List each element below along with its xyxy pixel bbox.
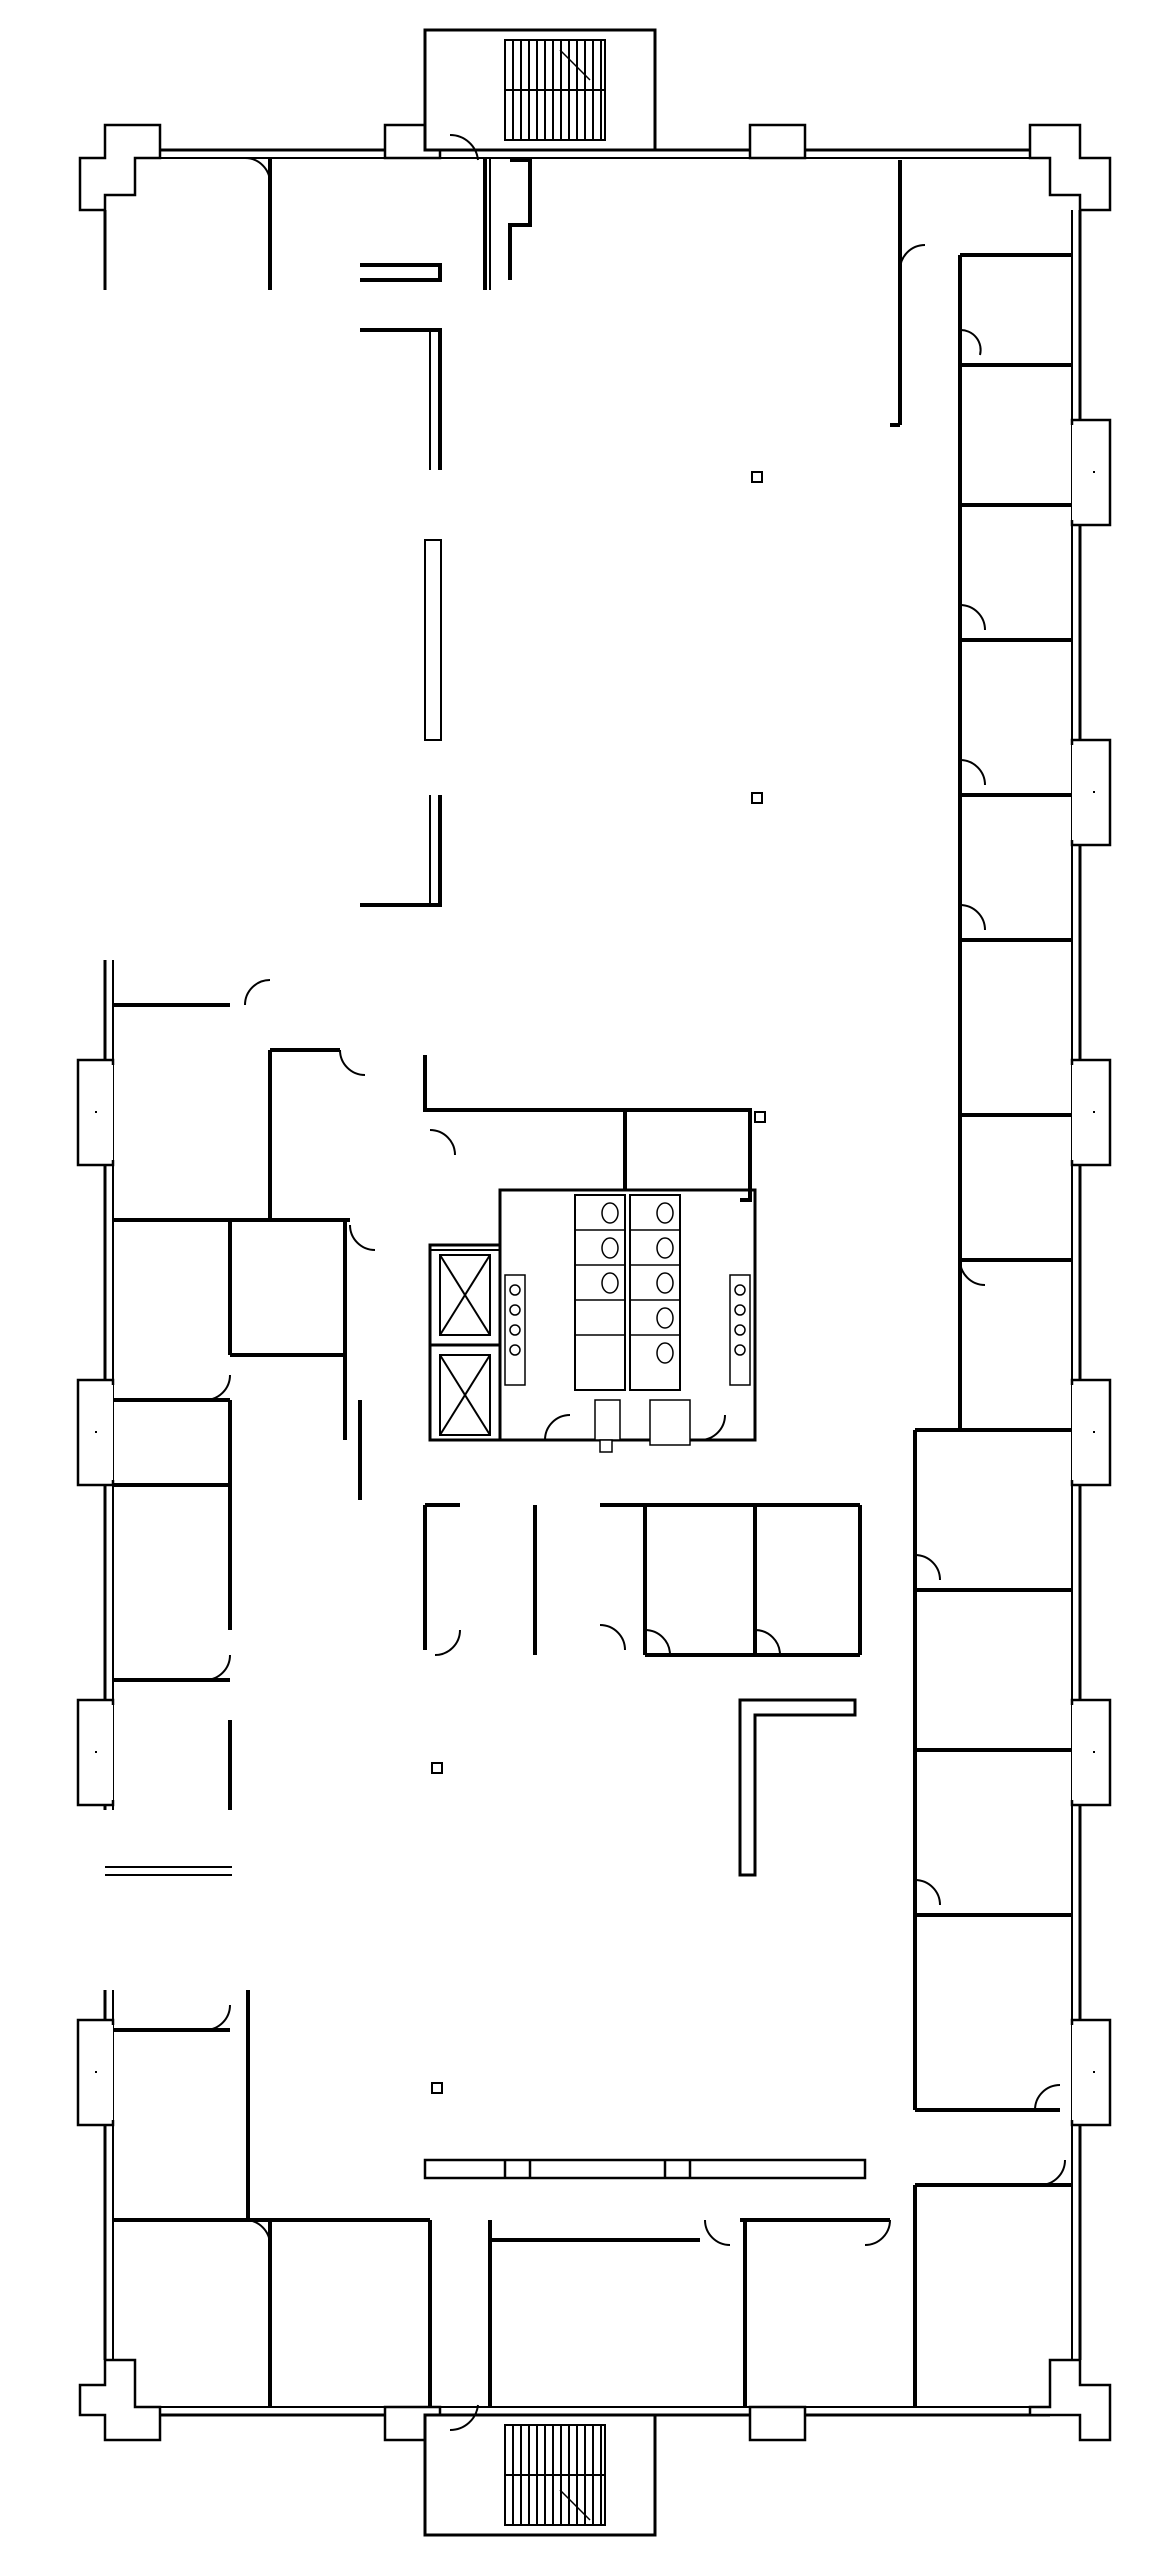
window-bay-marks	[95, 471, 1095, 2073]
stairwell-top	[423, 28, 657, 161]
restroom-fixtures	[504, 1194, 751, 1453]
window-bays	[76, 418, 1112, 2127]
elevator-core	[439, 1254, 491, 1436]
door-swings	[204, 157, 1066, 2246]
stairwell-bottom	[423, 2404, 657, 2537]
counter-row	[423, 2158, 867, 2180]
bench	[105, 1866, 232, 1876]
interior-walls	[113, 158, 1072, 2407]
